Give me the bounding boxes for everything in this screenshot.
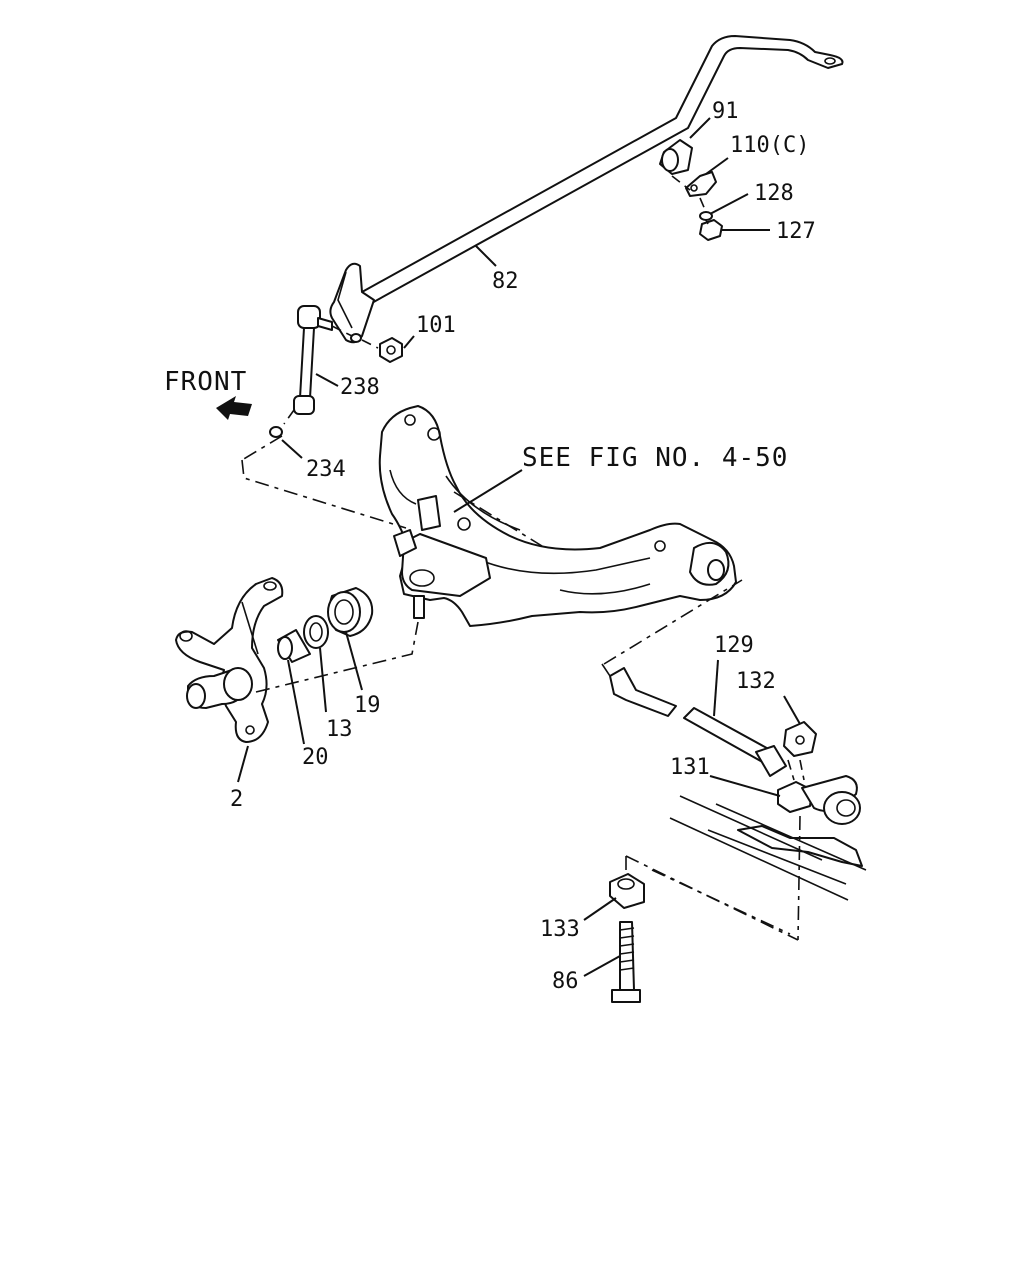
- bearing-19[interactable]: [327, 587, 374, 637]
- bolt-86[interactable]: [611, 921, 641, 1003]
- label-127: 127: [776, 219, 816, 244]
- label-20: 20: [302, 745, 329, 770]
- leader-lines: [237, 117, 801, 977]
- label-132: 132: [736, 669, 776, 694]
- see-fig-label: SEE FIG NO. 4-50: [522, 443, 788, 473]
- label-234: 234: [306, 457, 346, 482]
- label-19: 19: [354, 693, 381, 718]
- label-86: 86: [552, 969, 579, 994]
- bearing-20[interactable]: [277, 629, 311, 663]
- seal-13[interactable]: [303, 615, 329, 649]
- label-2: 2: [230, 787, 243, 812]
- anchor-arm-131[interactable]: [777, 775, 861, 825]
- bracket-110c[interactable]: [685, 171, 717, 197]
- nut-127[interactable]: [699, 219, 723, 241]
- nut-101[interactable]: [379, 337, 403, 363]
- steering-knuckle-2[interactable]: [175, 577, 284, 743]
- adjusting-piece-133[interactable]: [609, 873, 645, 909]
- label-82: 82: [492, 269, 519, 294]
- crossmember: [378, 405, 737, 627]
- label-133: 133: [540, 917, 580, 942]
- label-110c: 110(C): [730, 133, 809, 158]
- torsion-bar-129[interactable]: [609, 667, 787, 777]
- front-label: FRONT: [164, 367, 247, 397]
- label-91: 91: [712, 99, 739, 124]
- bushing-91[interactable]: [659, 139, 693, 175]
- label-131: 131: [670, 755, 710, 780]
- front-arrow-icon: [216, 396, 252, 420]
- washer-234[interactable]: [269, 426, 283, 438]
- label-238: 238: [340, 375, 380, 400]
- label-101: 101: [416, 313, 456, 338]
- label-129: 129: [714, 633, 754, 658]
- stabilizer-bar[interactable]: [329, 35, 844, 344]
- frame-bracket: [669, 795, 867, 901]
- label-128: 128: [754, 181, 794, 206]
- label-13: 13: [326, 717, 353, 742]
- retainer-132[interactable]: [783, 721, 817, 757]
- stabilizer-link-238[interactable]: [293, 305, 333, 415]
